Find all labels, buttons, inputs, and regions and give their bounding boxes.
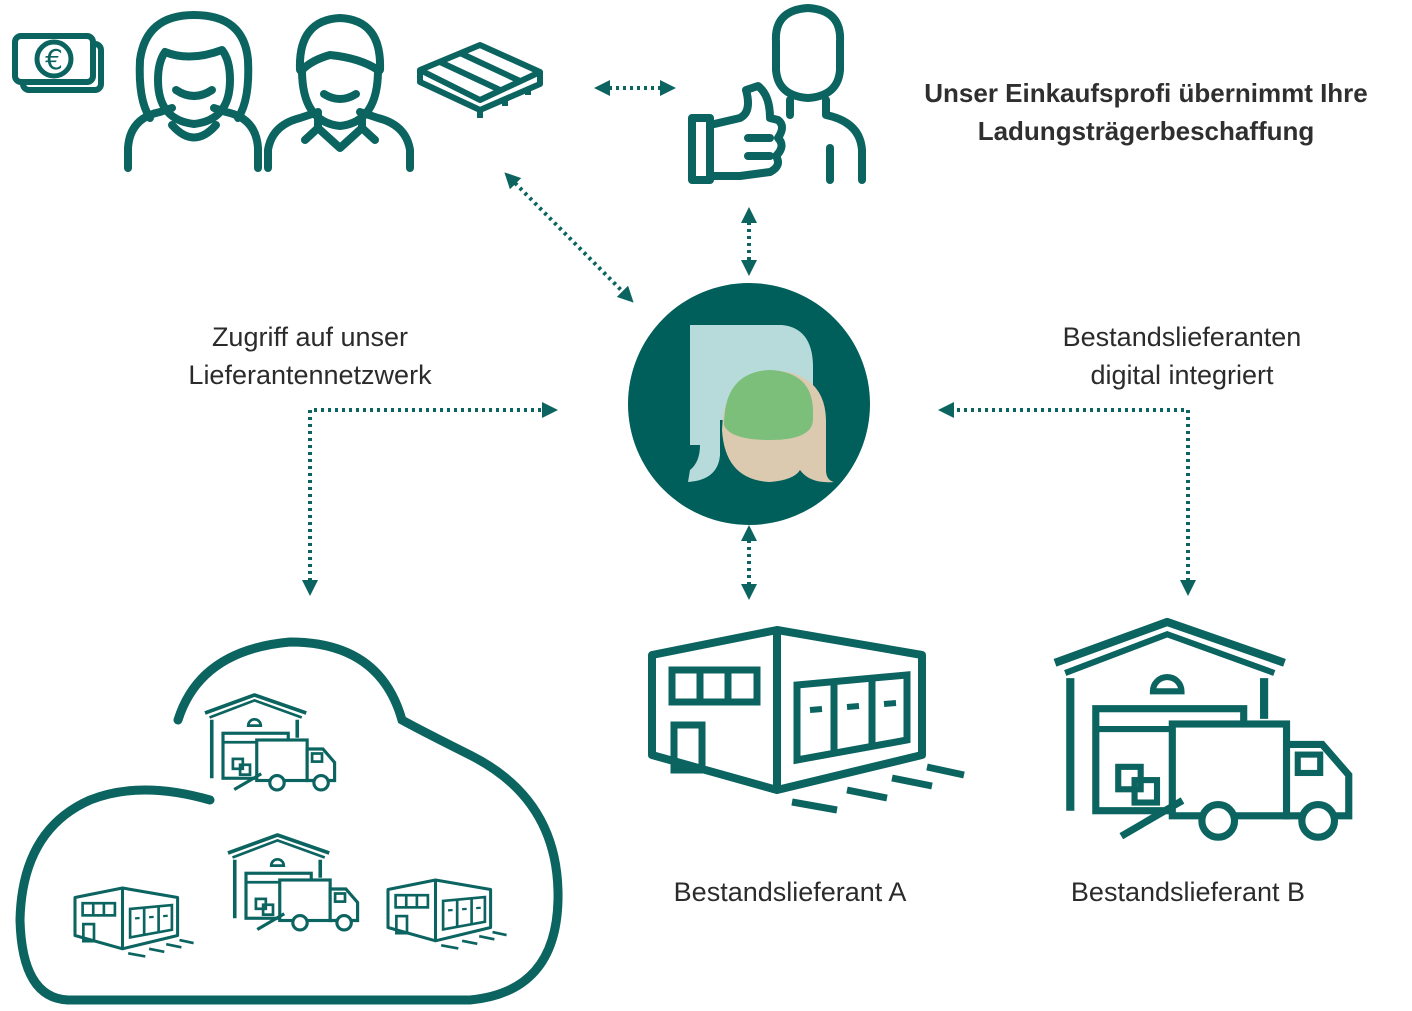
- network-label: Zugriff auf unser Lieferantennetzwerk: [160, 318, 460, 394]
- supplier-a-label: Bestandslieferant A: [673, 877, 907, 907]
- existing-label-line2: digital integriert: [1090, 360, 1274, 390]
- headline-line2: Ladungsträgerbeschaffung: [977, 116, 1315, 146]
- dotted-connectors: [302, 80, 1196, 600]
- network-label-line2: Lieferantennetzwerk: [188, 360, 432, 390]
- warehouse-truck-icon: [1055, 622, 1349, 837]
- euro-money-icon: €: [12, 33, 104, 93]
- network-label-line1: Zugriff auf unser: [211, 322, 409, 352]
- cloud-network-icon: [15, 637, 563, 1005]
- building-icon: [652, 630, 964, 810]
- platform-logo-icon: [628, 283, 870, 525]
- thumbs-up-person-icon: [688, 4, 866, 184]
- woman-icon: [124, 11, 262, 172]
- headline: Unser Einkaufsprofi übernimmt Ihre Ladun…: [880, 74, 1412, 150]
- man-icon: [264, 14, 414, 172]
- existing-label-line1: Bestandslieferanten: [1062, 322, 1302, 352]
- existing-suppliers-label: Bestandslieferanten digital integriert: [1032, 318, 1332, 394]
- pallet-icon: [417, 42, 543, 118]
- headline-line1: Unser Einkaufsprofi übernimmt Ihre: [924, 78, 1368, 108]
- svg-text:€: €: [45, 43, 63, 76]
- supplier-b-label: Bestandslieferant B: [1070, 877, 1306, 907]
